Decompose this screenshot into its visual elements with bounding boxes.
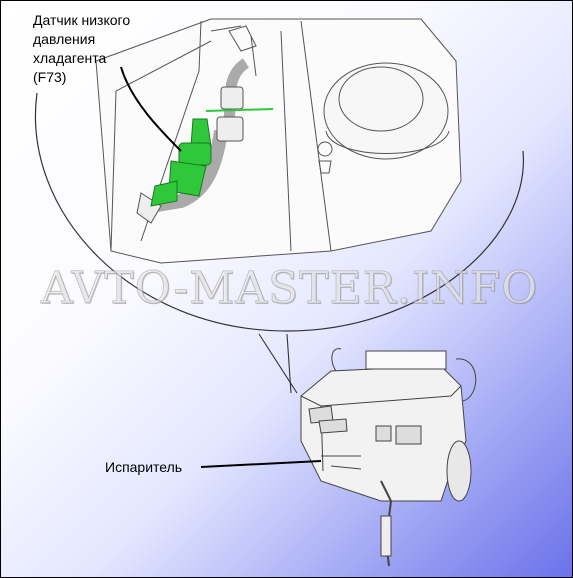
detail-callout-line-right: [286, 333, 292, 394]
evaporator-leader-line: [200, 460, 322, 468]
sensor-label: Датчик низкого давления хладагента (F73): [33, 12, 131, 85]
evaporator-drawing: [300, 348, 477, 567]
sensor-leader-line: [120, 66, 182, 152]
evaporator-label: Испаритель: [105, 459, 183, 475]
detail-circle-arc: [34, 92, 524, 332]
engine-bay-drawing: [95, 18, 462, 264]
low-pressure-sensor: [150, 108, 274, 207]
watermark-text: AVTO-MASTER.INFO: [41, 263, 539, 315]
detail-callout-line-left: [258, 333, 298, 394]
